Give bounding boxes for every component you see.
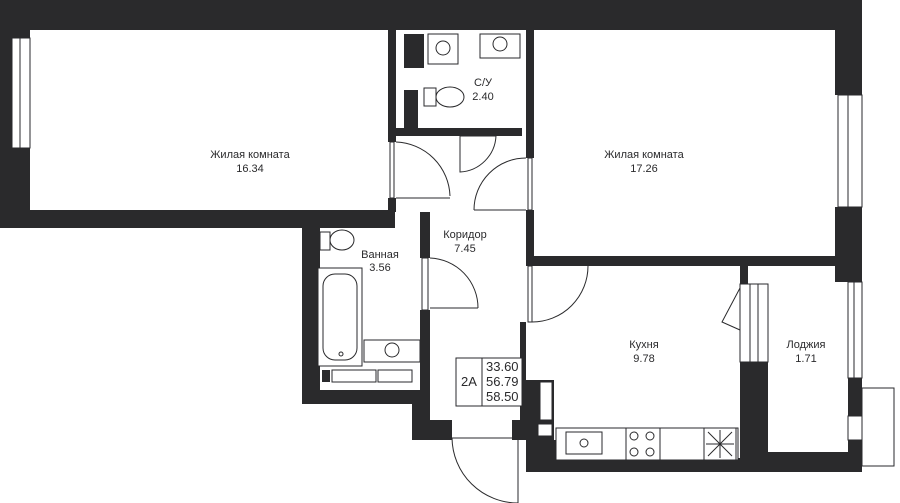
room-name-corridor: Коридор [443,229,486,241]
window-loggia [847,281,863,379]
room-area-bathroom: 3.56 [369,262,390,274]
room-name-kitchen: Кухня [629,339,658,351]
area-summary: 2А 33.60 56.79 58.50 [455,357,523,407]
room-area-wc: 2.40 [472,91,493,103]
window-living1 [11,37,31,149]
windows [11,37,863,441]
room-area-living2: 17.26 [630,163,658,175]
room-area-corridor: 7.45 [454,243,475,255]
total-with-loggia-value: 58.50 [486,389,519,404]
doors [389,135,741,503]
bathroom-sink-icon [363,339,421,363]
room-area-living1: 16.34 [236,163,264,175]
walls [0,0,862,472]
room-area-kitchen: 9.78 [633,353,654,365]
room-labels: Жилая комната 16.34 С/У 2.40 Жилая комна… [210,77,825,365]
fixtures [317,33,895,467]
living-area-value: 33.60 [486,359,519,374]
room-area-loggia: 1.71 [795,353,816,365]
washing-machine-icon [427,33,459,65]
room-name-wc: С/У [474,77,493,89]
toilet-icon-bathroom [319,229,355,251]
loggia-balcony [861,387,895,467]
fan-icon [703,427,737,461]
room-name-bathroom: Ванная [361,249,399,261]
room-name-loggia: Лоджия [787,339,826,351]
window-living2 [837,94,863,208]
balcony-door [739,283,769,363]
apartment-type: 2А [461,374,477,389]
bathtub-icon [317,267,363,367]
toilet-icon [423,86,465,108]
room-name-living2: Жилая комната [604,149,684,161]
room-name-living1: Жилая комната [210,149,290,161]
stove-icon [625,427,661,461]
total-area-value: 56.79 [486,374,519,389]
kitchen-sink-icon [565,431,603,455]
sink-icon [479,33,521,59]
